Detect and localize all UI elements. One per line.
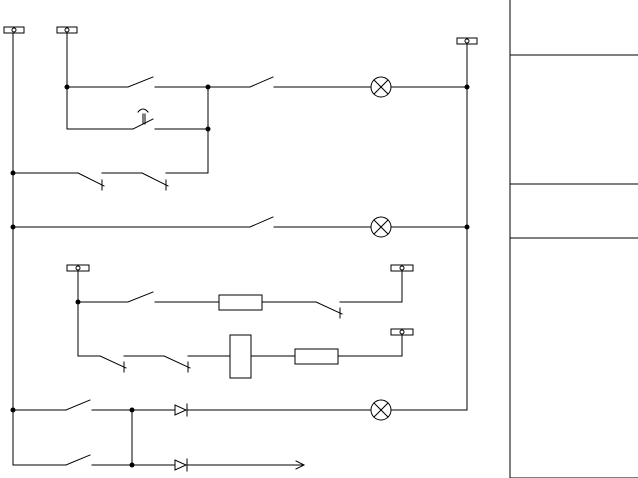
terminal-sub-right-1 xyxy=(390,264,414,272)
diode-1 xyxy=(174,403,188,417)
indicator-lamp-2 xyxy=(370,216,392,238)
nc-contact-5 xyxy=(163,355,191,373)
push-button-2 xyxy=(249,76,274,88)
nc-contact-4 xyxy=(99,355,127,373)
nc-contact-3 xyxy=(315,301,343,319)
terminal-sub-left xyxy=(66,264,90,272)
nc-contact-2 xyxy=(141,172,169,191)
terminal-right-rail xyxy=(456,37,478,45)
relay-coil-1 xyxy=(218,294,263,311)
rung-5 xyxy=(10,399,468,466)
sub-circuit xyxy=(66,264,414,379)
push-button-1 xyxy=(127,76,154,88)
push-button-4 xyxy=(127,291,154,303)
diode-2 xyxy=(174,458,188,472)
rung-1 xyxy=(64,32,470,174)
indicator-lamp-1 xyxy=(370,76,392,98)
relay-coil-2 xyxy=(294,348,339,365)
rung-6 xyxy=(12,454,305,472)
limit-switch xyxy=(132,108,154,130)
rung-3 xyxy=(10,216,470,238)
output-arrow-icon xyxy=(295,460,305,470)
legend-table xyxy=(509,0,638,478)
push-button-6 xyxy=(65,454,91,466)
nc-contact-1 xyxy=(77,172,105,191)
rung-2 xyxy=(10,170,209,191)
solenoid xyxy=(229,334,252,379)
indicator-lamp-3 xyxy=(370,399,392,421)
terminal-left-rail xyxy=(3,26,25,34)
terminal-sub-right-2 xyxy=(390,328,414,336)
push-button-5 xyxy=(65,399,91,411)
terminal-top-supply xyxy=(56,26,78,34)
push-button-3 xyxy=(249,216,274,228)
